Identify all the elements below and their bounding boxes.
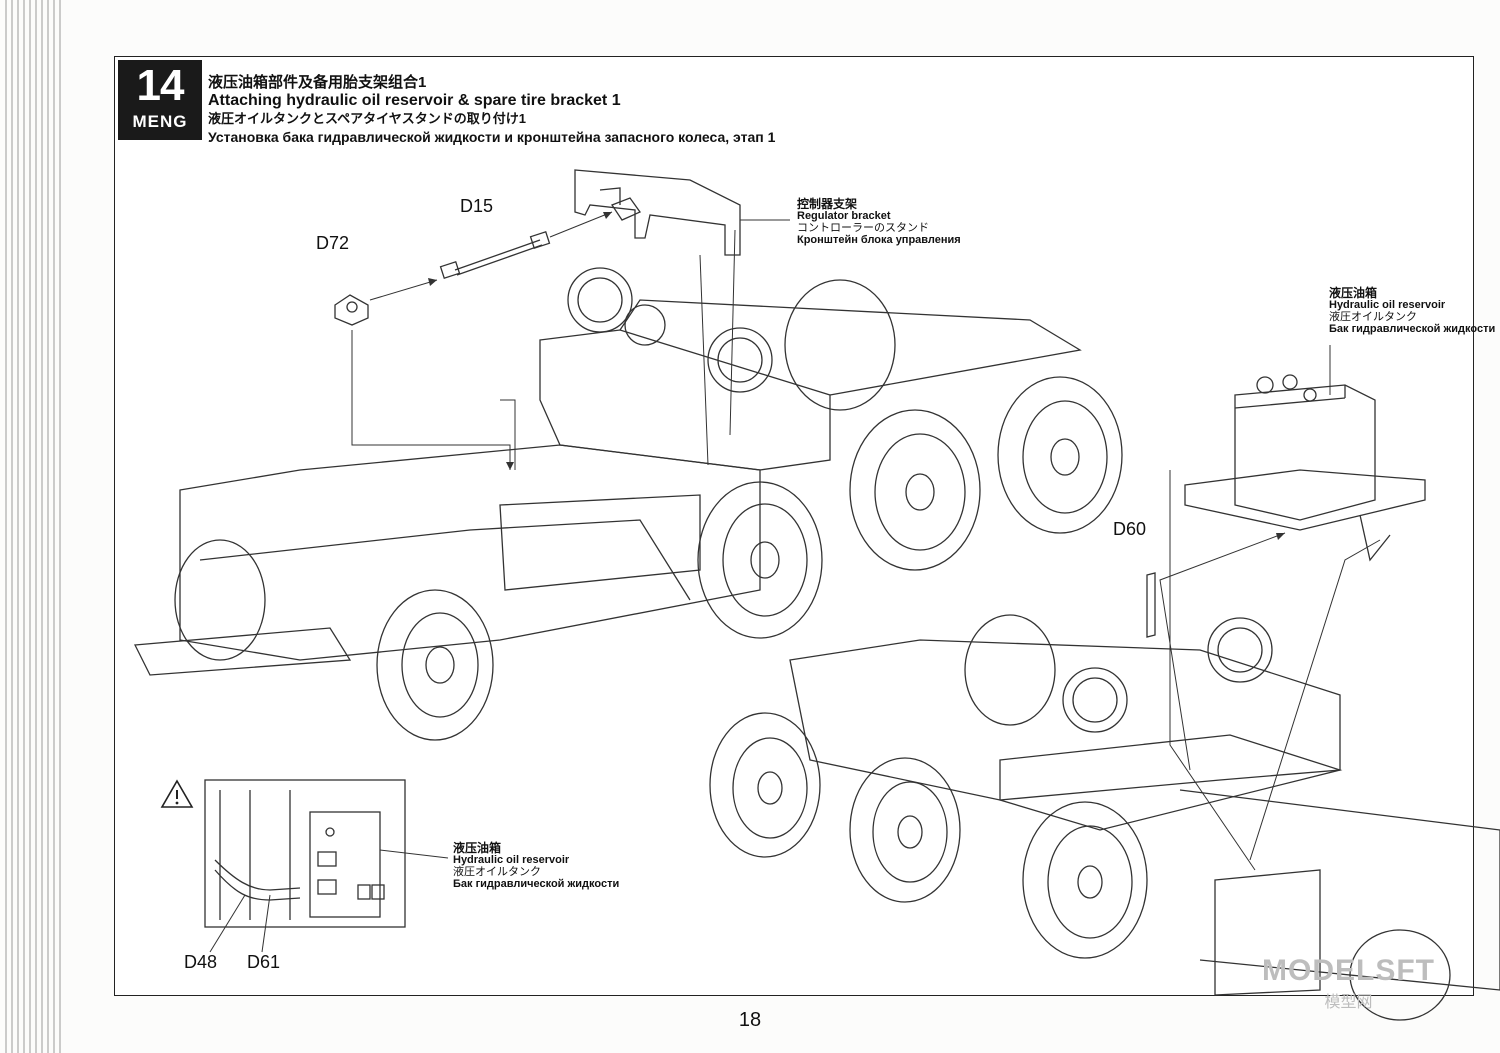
callout-regulator-bracket: 控制器支架 Regulator bracket コントローラーのスタンド Кро… [797,198,961,246]
watermark-main: MODELSFT [1262,954,1435,987]
callout-reservoir-detail-cn: 液压油箱 [453,841,502,855]
warning-icon [160,779,194,808]
wheels-main [174,279,1123,741]
title-chinese: 液压油箱部件及备用胎支架组合1 [208,74,427,91]
callout-reservoir-top-en: Hydraulic oil reservoir [1329,299,1446,311]
callout-reservoir-top: 液压油箱 Hydraulic oil reservoir 液圧オイルタンク Ба… [1329,287,1495,335]
callout-reservoir-detail-ru: Бак гидравлической жидкости [453,878,620,890]
step-number: 14 [136,61,185,110]
page-edges [5,0,61,1053]
instruction-panel [114,56,1474,996]
regulator-bracket-drawing [574,169,741,256]
watermark-sub: 模型网 [1324,994,1373,1011]
page-number: 18 [738,1009,762,1031]
callout-reservoir-detail-jp: 液圧オイルタンク [453,866,541,878]
title-english: Attaching hydraulic oil reservoir & spar… [208,92,621,109]
step-badge: 14 MENG [118,60,202,140]
part-label-d60: D60 [1113,519,1147,539]
d15-shaft-drawing [439,231,551,279]
part-label-d48: D48 [184,952,218,972]
step-title: 液压油箱部件及备用胎支架组合1 Attaching hydraulic oil … [208,74,775,146]
part-label-d61: D61 [247,952,281,972]
detail-inset [204,779,449,953]
callout-reservoir-detail-en: Hydraulic oil reservoir [453,854,570,866]
part-label-d72: D72 [316,233,350,253]
watermark-logo: MODELSFT 模型网 [1262,954,1435,1012]
d60-part-drawing [1146,572,1156,638]
callout-regulator-jp: コントローラーのスタンド [797,222,929,234]
callout-reservoir-detail: 液压油箱 Hydraulic oil reservoir 液圧オイルタンク Ба… [453,842,619,890]
brand-logo: MENG [132,112,188,131]
hydraulic-reservoir-drawing [1184,374,1426,562]
title-russian: Установка бака гидравлической жидкости и… [208,129,776,145]
title-japanese: 液圧オイルタンクとスペアタイヤスタンドの取り付け1 [208,111,526,126]
wheels-secondary [709,614,1451,1021]
part-label-d15: D15 [460,196,494,216]
callout-regulator-en: Regulator bracket [797,210,891,222]
callout-regulator-cn: 控制器支架 [797,197,858,211]
truck-chassis-secondary [789,617,1500,996]
callout-reservoir-top-cn: 液压油箱 [1329,286,1378,300]
truck-chassis-main [133,267,1082,676]
callout-reservoir-top-jp: 液圧オイルタンク [1329,311,1417,323]
callout-reservoir-top-ru: Бак гидравлической жидкости [1329,323,1496,335]
callout-regulator-ru: Кронштейн блока управления [797,234,961,246]
d72-part-drawing [334,294,369,326]
